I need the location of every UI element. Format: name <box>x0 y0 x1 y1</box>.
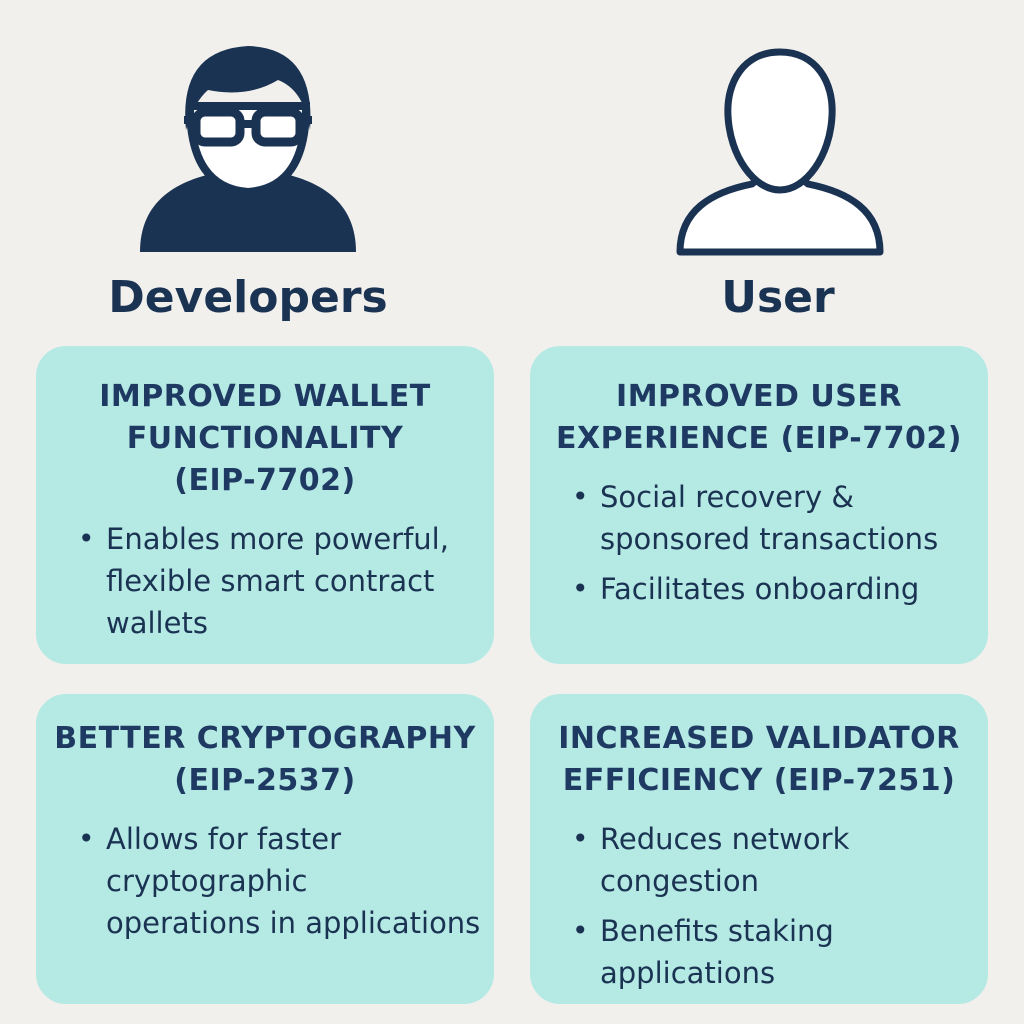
bullet-item: Benefits staking applications <box>570 910 978 994</box>
card-title-line: IMPROVED USER <box>616 379 902 414</box>
developers-heading: Developers <box>108 272 388 323</box>
card-title: IMPROVED WALLET FUNCTIONALITY (EIP-7702) <box>50 376 480 502</box>
bullet-line: cryptographic <box>106 864 308 898</box>
bullet-line: Facilitates onboarding <box>600 572 920 606</box>
bullet-item: Allows for faster cryptographic operatio… <box>76 818 484 944</box>
bullet-line: wallets <box>106 606 208 640</box>
card-title: IMPROVED USER EXPERIENCE (EIP-7702) <box>544 376 974 460</box>
wallet-functionality-card: IMPROVED WALLET FUNCTIONALITY (EIP-7702)… <box>36 346 494 664</box>
cryptography-card: BETTER CRYPTOGRAPHY (EIP-2537) Allows fo… <box>36 694 494 1004</box>
bullet-line: Benefits staking <box>600 914 834 948</box>
bullet-line: Enables more powerful, <box>106 522 449 556</box>
bullet-line: operations in applications <box>106 906 481 940</box>
card-title-line: (EIP-2537) <box>174 763 356 798</box>
bullet-item: Facilitates onboarding <box>570 568 978 610</box>
bullet-line: sponsored transactions <box>600 522 939 556</box>
bullet-line: applications <box>600 956 776 990</box>
validator-efficiency-card: INCREASED VALIDATOR EFFICIENCY (EIP-7251… <box>530 694 988 1004</box>
bullet-line: Reduces network <box>600 822 850 856</box>
bullet-item: Reduces network congestion <box>570 818 978 902</box>
developer-person-with-glasses-icon <box>140 46 356 252</box>
bullet-item: Enables more powerful, flexible smart co… <box>76 518 484 644</box>
card-title-line: IMPROVED WALLET <box>99 379 431 414</box>
bullet-list: Social recovery & sponsored transactions… <box>570 476 978 618</box>
card-title-line: BETTER CRYPTOGRAPHY <box>54 721 476 756</box>
bullet-item: Social recovery & sponsored transactions <box>570 476 978 560</box>
bullet-list: Allows for faster cryptographic operatio… <box>76 818 484 952</box>
bullet-line: flexible smart contract <box>106 564 435 598</box>
user-experience-card: IMPROVED USER EXPERIENCE (EIP-7702) Soci… <box>530 346 988 664</box>
card-title-line: FUNCTIONALITY <box>126 421 404 456</box>
card-title-line: (EIP-7702) <box>174 463 356 498</box>
bullet-line: congestion <box>600 864 759 898</box>
bullet-line: Social recovery & <box>600 480 854 514</box>
user-person-outline-icon <box>676 48 884 256</box>
card-title-line: EFFICIENCY (EIP-7251) <box>562 763 956 798</box>
bullet-line: Allows for faster <box>106 822 342 856</box>
card-title: INCREASED VALIDATOR EFFICIENCY (EIP-7251… <box>544 718 974 802</box>
card-title-line: INCREASED VALIDATOR <box>558 721 960 756</box>
card-title-line: EXPERIENCE (EIP-7702) <box>556 421 962 456</box>
bullet-list: Enables more powerful, flexible smart co… <box>76 518 484 652</box>
user-heading: User <box>721 272 835 323</box>
bullet-list: Reduces network congestion Benefits stak… <box>570 818 978 1002</box>
card-title: BETTER CRYPTOGRAPHY (EIP-2537) <box>50 718 480 802</box>
